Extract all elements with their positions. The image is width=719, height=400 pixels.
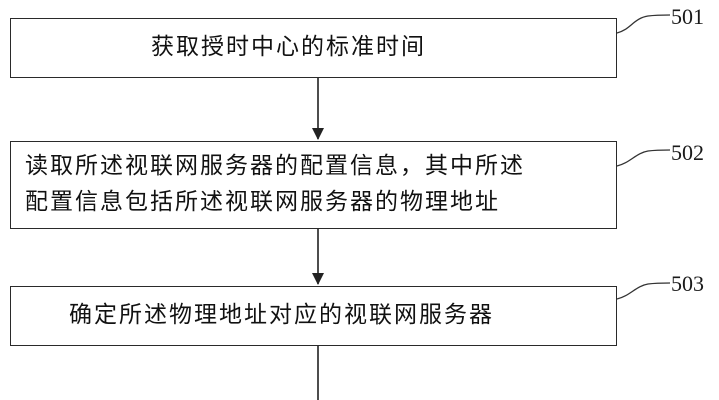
process-box-step-1: 获取授时中心的标准时间 <box>10 18 617 78</box>
leader-line-503 <box>616 282 671 300</box>
step-2-number: 502 <box>671 140 704 165</box>
process-box-step-2: 读取所述视联网服务器的配置信息，其中所述 配置信息包括所述视联网服务器的物理地址 <box>10 141 617 229</box>
step-3-text: 确定所述物理地址对应的视联网服务器 <box>69 302 494 328</box>
step-2-text-line-1: 读取所述视联网服务器的配置信息，其中所述 <box>25 153 525 179</box>
leader-line-501 <box>616 14 671 34</box>
leader-line-502 <box>616 149 671 167</box>
arrowhead-step2 <box>312 128 324 140</box>
step-1-text: 获取授时中心的标准时间 <box>151 34 426 60</box>
step-1-number: 501 <box>671 4 704 29</box>
arrowhead-step3 <box>312 273 324 285</box>
step-3-number: 503 <box>671 271 704 296</box>
step-2-text-line-2: 配置信息包括所述视联网服务器的物理地址 <box>25 189 500 215</box>
process-box-step-3: 确定所述物理地址对应的视联网服务器 <box>10 286 617 346</box>
